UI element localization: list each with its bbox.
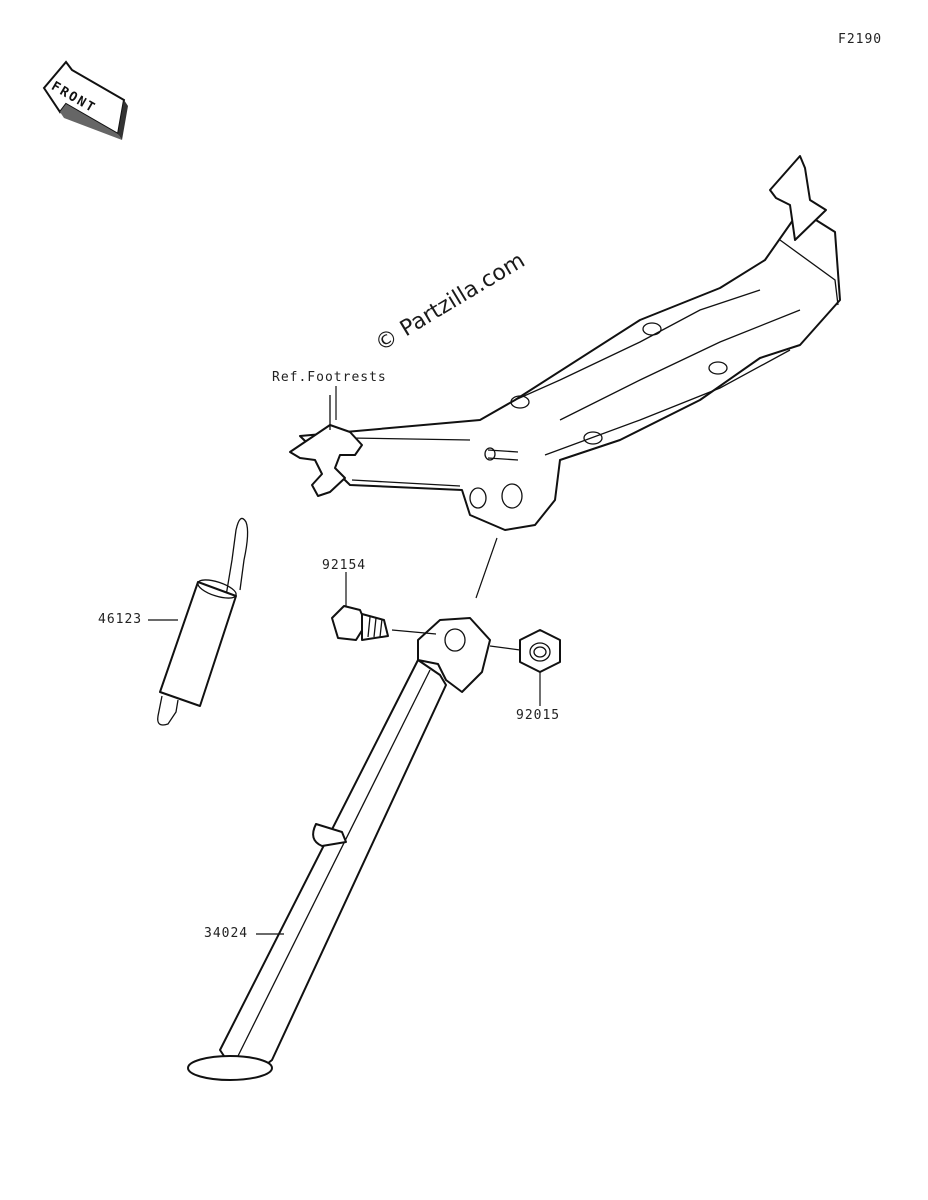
callout-46123[interactable]: 46123 bbox=[98, 612, 143, 627]
pivot-bolt bbox=[331, 605, 389, 641]
callout-92154[interactable]: 92154 bbox=[322, 558, 367, 573]
front-arrow-icon bbox=[42, 60, 128, 140]
nut bbox=[519, 629, 561, 673]
figure-code: F2190 bbox=[838, 32, 883, 47]
leader-lines bbox=[148, 386, 541, 935]
side-stand bbox=[187, 617, 491, 1081]
callout-ref-footrests[interactable]: Ref.Footrests bbox=[272, 370, 387, 385]
callout-34024[interactable]: 34024 bbox=[204, 926, 249, 941]
callout-92015[interactable]: 92015 bbox=[516, 708, 561, 723]
spring bbox=[157, 517, 249, 726]
frame-bracket bbox=[289, 155, 841, 531]
